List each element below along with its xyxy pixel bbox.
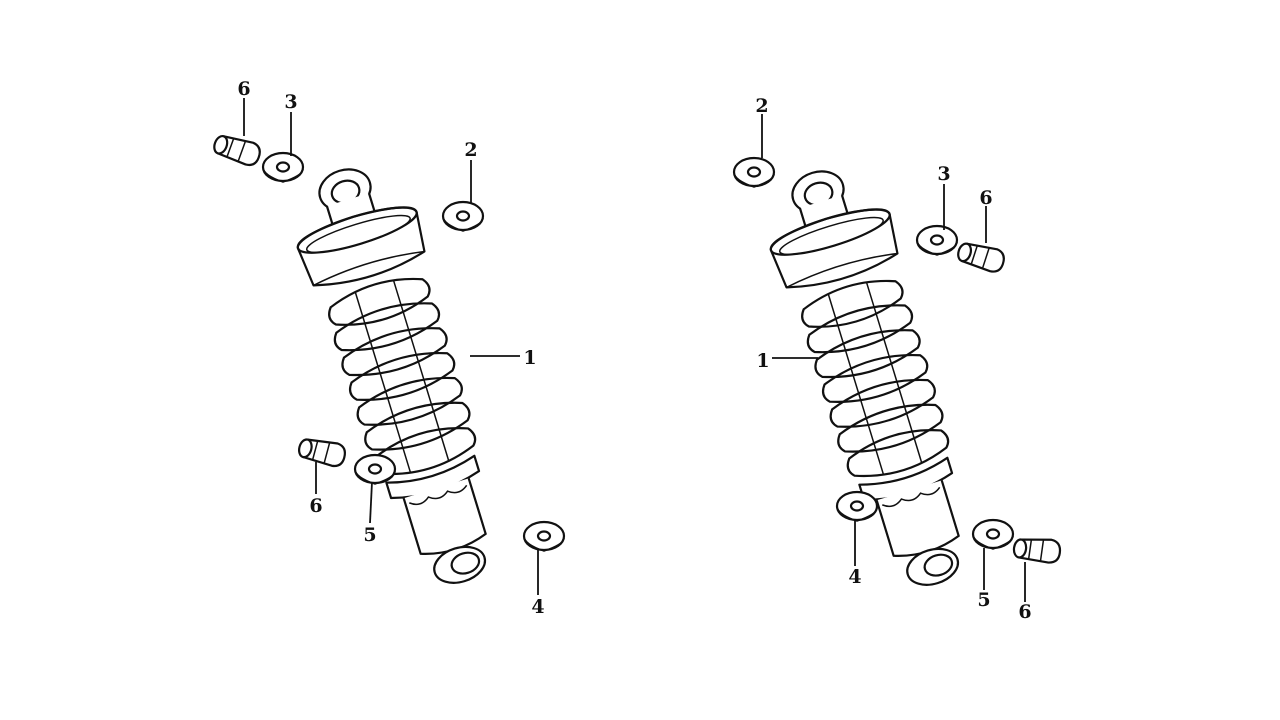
right-shock-absorber <box>751 153 998 603</box>
right-washer-2 <box>732 156 776 189</box>
callout-3: 3 <box>284 91 297 113</box>
callout-6-lower: 6 <box>309 495 322 517</box>
callout-4: 4 <box>531 596 544 618</box>
callout-2: 2 <box>464 139 477 161</box>
left-washer-4 <box>522 520 566 553</box>
right-washer-5 <box>971 518 1015 551</box>
callout-5: 5 <box>363 524 376 546</box>
left-washer-5 <box>353 453 397 486</box>
left-shock-absorber <box>278 151 525 601</box>
right-cap-nut-lower <box>1011 533 1063 566</box>
callout-2: 2 <box>755 95 768 117</box>
left-cap-nut-lower <box>295 433 349 470</box>
callout-5: 5 <box>977 589 990 611</box>
right-washer-3 <box>915 224 959 257</box>
left-assembly: 6 3 2 1 6 5 4 <box>210 78 566 618</box>
callout-1: 1 <box>523 347 536 369</box>
callout-6-lower: 6 <box>1018 601 1031 623</box>
right-washer-4 <box>835 490 879 523</box>
left-washer-2 <box>441 200 485 233</box>
callout-4: 4 <box>848 566 861 588</box>
right-cap-nut-upper <box>954 237 1008 276</box>
callout-1: 1 <box>756 350 769 372</box>
callout-3: 3 <box>937 163 950 185</box>
callout-6: 6 <box>237 78 250 100</box>
left-cap-nut-upper <box>210 129 264 169</box>
right-assembly: 2 3 6 1 4 5 6 <box>732 95 1063 623</box>
callout-6: 6 <box>979 187 992 209</box>
left-washer-3 <box>261 151 305 184</box>
